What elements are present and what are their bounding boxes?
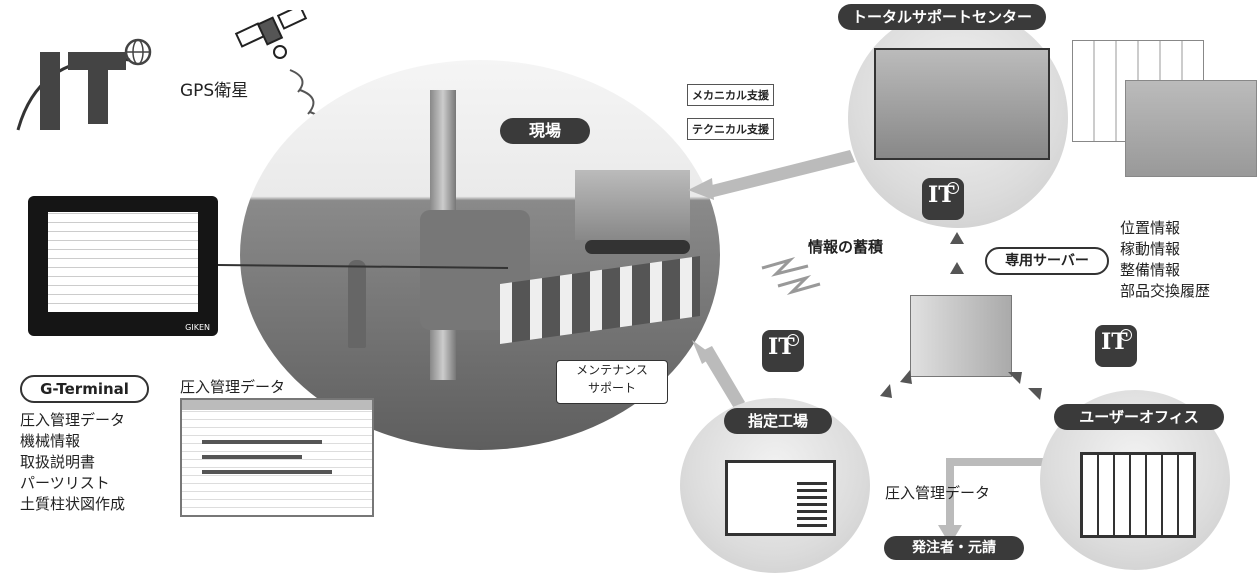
it-logo-icon	[16, 38, 152, 131]
support-center-label: トータルサポートセンター	[838, 4, 1046, 30]
gps-label: GPS衛星	[180, 81, 249, 101]
maintenance-line-1: メンテナンス	[576, 363, 648, 377]
power-unit-tracks	[585, 240, 690, 254]
it-badge-center: IT	[922, 178, 964, 220]
g-terminal-label: G-Terminal	[20, 375, 149, 403]
terminal-info-item: 圧入管理データ	[20, 411, 126, 429]
connection-line	[218, 264, 509, 269]
server-info-item: 稼動情報	[1120, 240, 1181, 258]
technical-support-label: テクニカル支援	[687, 118, 774, 140]
screenshot-bar	[202, 455, 302, 459]
server-info-item: 部品交換履歴	[1120, 282, 1211, 300]
screenshot-toolbar	[182, 400, 372, 410]
accumulation-label: 情報の蓄積	[808, 238, 884, 256]
press-data-screenshot	[180, 398, 374, 517]
it-logo	[10, 30, 160, 140]
it-badge-office: IT	[1095, 325, 1137, 367]
terminal-info-item: 取扱説明書	[20, 453, 96, 471]
power-unit	[575, 170, 690, 240]
terminal-info-item: 土質柱状図作成	[20, 495, 126, 513]
factory-building-icon	[725, 460, 836, 536]
flow-arrows	[688, 150, 1050, 545]
server-info-item: 整備情報	[1120, 261, 1181, 279]
screen-title: 圧入管理データ	[180, 378, 286, 396]
world-map-screen	[1125, 80, 1257, 177]
press-data-label: 圧入管理データ	[885, 484, 991, 502]
maintenance-line-2: サポート	[587, 381, 636, 395]
orderer-label: 発注者・元請	[884, 536, 1024, 560]
maintenance-support-label: メンテナンス サポート	[556, 360, 668, 404]
satellite-icon	[232, 4, 312, 70]
terminal-info-item: パーツリスト	[20, 474, 110, 492]
server-info-list: 位置情報 稼動情報 整備情報 部品交換履歴	[1120, 218, 1210, 302]
screenshot-bar	[202, 440, 322, 444]
factory-shutter-icon	[797, 481, 827, 527]
server-label: 専用サーバー	[985, 247, 1109, 275]
office-building-icon	[1080, 452, 1196, 538]
terminal-info-list: 圧入管理データ 機械情報 取扱説明書 パーツリスト 土質柱状図作成	[20, 410, 125, 515]
user-office-label: ユーザーオフィス	[1054, 404, 1224, 430]
server-rack	[910, 295, 1012, 377]
site-label: 現場	[500, 118, 590, 144]
support-center-circle	[848, 8, 1068, 228]
g-terminal-device: GIKEN	[28, 196, 218, 336]
mechanical-support-label: メカニカル支援	[687, 84, 774, 106]
worker-figure	[348, 260, 366, 348]
g-terminal-screen	[48, 212, 198, 312]
screenshot-bar	[202, 470, 332, 474]
terminal-info-item: 機械情報	[20, 432, 81, 450]
g-terminal-brand: GIKEN	[185, 323, 210, 332]
factory-label: 指定工場	[724, 408, 832, 434]
factory-circle	[680, 398, 870, 573]
server-info-item: 位置情報	[1120, 219, 1181, 237]
operator-photo	[874, 48, 1050, 160]
it-badge-factory: IT	[762, 330, 804, 372]
